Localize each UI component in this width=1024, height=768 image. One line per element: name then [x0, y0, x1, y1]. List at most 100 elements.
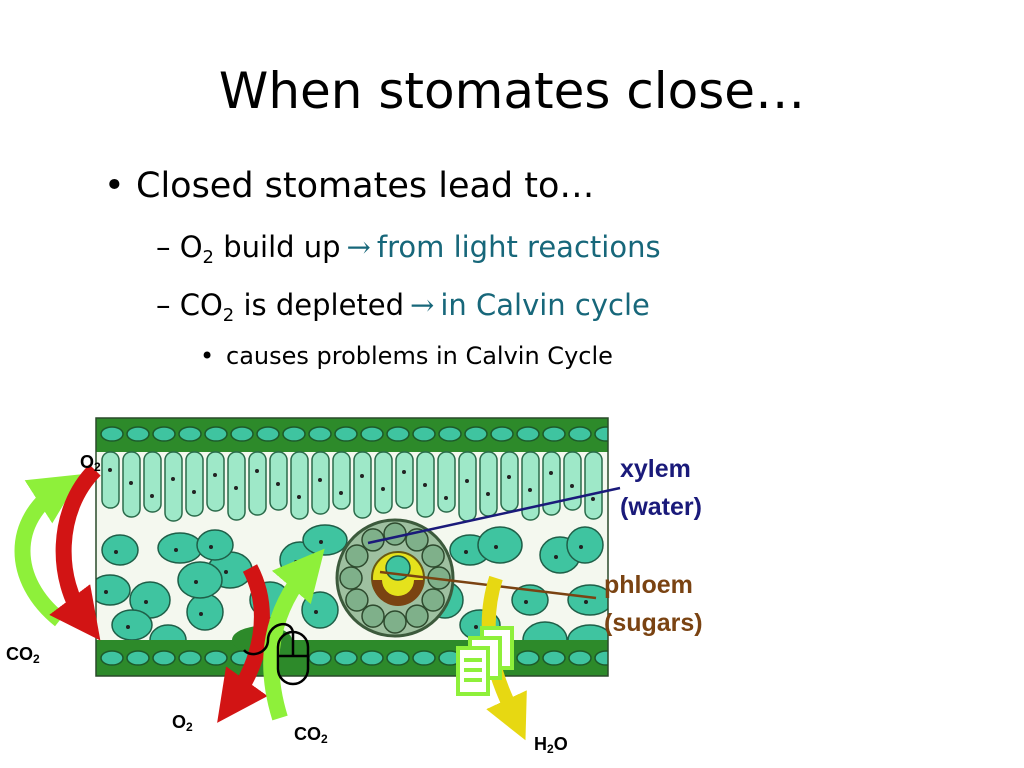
palisade-cell	[563, 451, 582, 511]
palisade-cell	[437, 451, 456, 513]
upper-epidermis-cells	[100, 426, 608, 442]
xylem-label-line1: xylem	[620, 455, 691, 483]
cell-nucleus	[209, 545, 213, 549]
bullet-co2-depleted: – CO2 is depleted→in Calvin cycle	[156, 288, 650, 326]
phloem-label: phloem (sugars)	[604, 566, 703, 642]
spongy-cell	[177, 561, 223, 599]
palisade-cell	[479, 451, 498, 517]
spongy-cell	[96, 574, 131, 606]
bullet-o2-tail: from light reactions	[376, 230, 661, 264]
xylem-label-line2: (water)	[620, 493, 702, 521]
phloem-label-line1: phloem	[604, 571, 693, 599]
o2-bottom-sub: 2	[186, 720, 193, 734]
epidermis-cell	[126, 650, 150, 666]
palisade-cell	[269, 451, 288, 511]
epidermis-cell	[412, 426, 436, 442]
epidermis-cell	[152, 650, 176, 666]
epidermis-cell	[542, 426, 566, 442]
cell-nucleus	[213, 473, 217, 477]
epidermis-cell	[360, 426, 384, 442]
epidermis-cell	[516, 650, 540, 666]
cell-nucleus	[255, 469, 259, 473]
cell-nucleus	[174, 548, 178, 552]
epidermis-cell	[386, 426, 410, 442]
cell-nucleus	[591, 497, 595, 501]
bundle-sheath-cell	[339, 566, 363, 590]
cell-nucleus	[528, 488, 532, 492]
xylem-pointer-line	[367, 486, 621, 545]
o2-out-arrow-left	[49, 464, 101, 641]
cell-nucleus	[474, 625, 478, 629]
cell-nucleus	[319, 540, 323, 544]
o2-left-main: O	[80, 452, 95, 472]
cell-nucleus	[276, 482, 280, 486]
cell-nucleus	[423, 483, 427, 487]
cell-nucleus	[507, 475, 511, 479]
palisade-cell	[395, 451, 414, 509]
palisade-cell	[311, 451, 330, 515]
xylem-label: xylem (water)	[620, 450, 702, 526]
bullet-co2-tail: in Calvin cycle	[440, 288, 650, 322]
epidermis-cell	[542, 650, 566, 666]
bullet-o2-subscript: 2	[202, 247, 214, 268]
epidermis-cell	[308, 650, 332, 666]
bullet-o2-prefix: – O	[156, 230, 203, 264]
epidermis-cell	[100, 426, 124, 442]
mouse-cursor-icon	[243, 622, 310, 686]
spongy-cell	[186, 593, 224, 631]
o2-label-left: O2	[80, 452, 101, 474]
spongy-cell	[566, 526, 604, 564]
co2-left-sub: 2	[33, 652, 40, 666]
epidermis-cell	[438, 426, 462, 442]
spongy-cell	[101, 534, 139, 566]
epidermis-cell	[412, 650, 436, 666]
palisade-cell	[143, 451, 162, 513]
cell-nucleus	[402, 470, 406, 474]
cell-nucleus	[570, 484, 574, 488]
cell-nucleus	[584, 600, 588, 604]
cell-nucleus	[129, 481, 133, 485]
epidermis-cell	[568, 426, 592, 442]
co2-in-arrow-left	[14, 474, 82, 627]
spongy-cell	[567, 584, 608, 616]
epidermis-cell	[178, 650, 202, 666]
co2-label-left: CO2	[6, 644, 40, 666]
bullet-co2-text: is depleted	[234, 288, 405, 322]
cell-nucleus	[114, 550, 118, 554]
cell-nucleus	[554, 555, 558, 559]
cell-nucleus	[494, 545, 498, 549]
cell-nucleus	[444, 496, 448, 500]
palisade-cell	[185, 451, 204, 517]
bullet-co2-subscript: 2	[222, 305, 235, 326]
cell-nucleus	[192, 490, 196, 494]
spongy-cell	[301, 591, 339, 629]
cell-nucleus	[108, 468, 112, 472]
co2-in-arrow-bottom	[263, 548, 325, 721]
o2-label-bottom: O2	[172, 712, 193, 734]
epidermis-cell	[308, 426, 332, 442]
vascular-bundle	[335, 518, 455, 638]
epidermis-cell	[334, 426, 358, 442]
palisade-cell	[500, 451, 519, 512]
cell-nucleus	[297, 495, 301, 499]
epidermis-cell	[594, 650, 608, 666]
palisade-cell	[521, 451, 540, 521]
bullet-o2-text: build up	[214, 230, 341, 264]
palisade-cell	[248, 451, 267, 516]
cell-nucleus	[549, 471, 553, 475]
cell-nucleus	[224, 570, 228, 574]
cell-nucleus	[194, 580, 198, 584]
epidermis-cell	[256, 426, 280, 442]
spongy-cell	[302, 524, 348, 556]
palisade-cell	[206, 451, 225, 512]
epidermis-cell	[204, 650, 228, 666]
palisade-cell	[584, 451, 603, 520]
bullet-o2-buildup: – O2 build up→from light reactions	[156, 230, 661, 268]
cell-nucleus	[318, 478, 322, 482]
palisade-cell	[227, 451, 246, 521]
cell-nucleus	[126, 625, 130, 629]
epidermis-cell	[386, 650, 410, 666]
bundle-sheath-cell	[421, 544, 445, 568]
bundle-sheath-cell	[345, 588, 369, 612]
